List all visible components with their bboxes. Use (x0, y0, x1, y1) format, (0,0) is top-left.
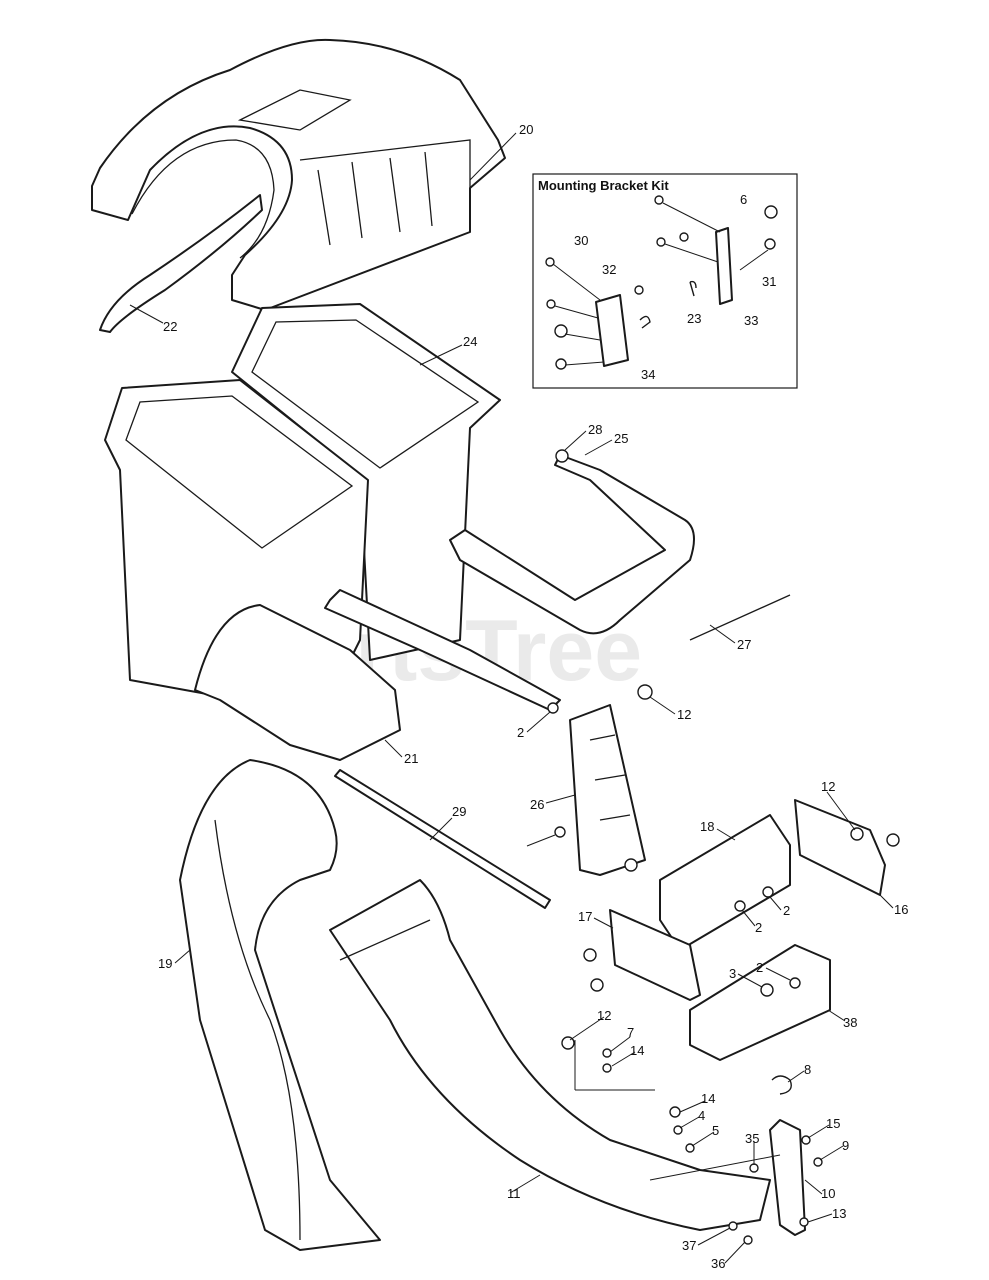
callout-2-upper: 2 (517, 725, 524, 740)
part-19-hose (179, 759, 381, 1251)
callout-35: 35 (745, 1131, 759, 1146)
kit-hardware (545, 195, 778, 370)
callout-37: 37 (682, 1238, 696, 1253)
callout-10: 10 (821, 1186, 835, 1201)
callout-12-lower: 12 (597, 1008, 611, 1023)
callout-2-right: 2 (783, 903, 790, 918)
callout-2-lower: 2 (756, 960, 763, 975)
callout-38: 38 (843, 1015, 857, 1030)
callout-24: 24 (463, 334, 477, 349)
callout-7: 7 (627, 1025, 634, 1040)
kit-box (532, 173, 798, 389)
part-38-bracket (689, 944, 831, 1061)
kit-callout-31: 31 (762, 274, 776, 289)
kit-part-34-bracket (595, 294, 629, 367)
leader-lines (129, 132, 894, 1264)
callout-18: 18 (700, 819, 714, 834)
callout-16: 16 (894, 902, 908, 917)
part-20-cover (91, 38, 506, 311)
callout-26: 26 (530, 797, 544, 812)
callout-5: 5 (712, 1123, 719, 1138)
part-29-rod (334, 769, 551, 909)
part-10-arm (769, 1119, 806, 1236)
kit-callout-6: 6 (740, 192, 747, 207)
callout-28: 28 (588, 422, 602, 437)
callout-9: 9 (842, 1138, 849, 1153)
callout-20: 20 (519, 122, 533, 137)
callout-22: 22 (163, 319, 177, 334)
callout-12-upper: 12 (677, 707, 691, 722)
kit-callout-33: 33 (744, 313, 758, 328)
part-26-bracket (569, 704, 646, 876)
kit-callout-30: 30 (574, 233, 588, 248)
callout-12-right: 12 (821, 779, 835, 794)
kit-part-33-bracket (715, 227, 733, 305)
callout-labels: 20 22 24 28 25 27 12 2 21 26 29 18 12 16… (158, 122, 908, 1271)
callout-3: 3 (729, 966, 736, 981)
part-17-plate (609, 909, 701, 1001)
callout-8: 8 (804, 1062, 811, 1077)
part-27-rod (689, 594, 791, 641)
callout-13: 13 (832, 1206, 846, 1221)
kit-callout-34: 34 (641, 367, 655, 382)
callout-21: 21 (404, 751, 418, 766)
callout-11: 11 (507, 1186, 521, 1201)
kit-title: Mounting Bracket Kit (538, 178, 669, 193)
callout-17: 17 (578, 909, 592, 924)
callout-29: 29 (452, 804, 466, 819)
callout-36: 36 (711, 1256, 725, 1271)
callout-25: 25 (614, 431, 628, 446)
kit-leaders (552, 202, 769, 366)
mounting-bracket-kit: Mounting Bracket Kit (532, 173, 798, 389)
part-22-strip (99, 194, 263, 333)
part-18-plate (659, 814, 791, 951)
part-21-adapter (194, 604, 401, 761)
callout-14-upper: 14 (630, 1043, 644, 1058)
callout-14-lower: 14 (701, 1091, 715, 1106)
part-16-plate (794, 799, 886, 896)
kit-callout-32: 32 (602, 262, 616, 277)
callout-15: 15 (826, 1116, 840, 1131)
part-11-chute (329, 879, 771, 1231)
callout-4: 4 (698, 1108, 705, 1123)
callout-19: 19 (158, 956, 172, 971)
callout-27: 27 (737, 637, 751, 652)
kit-callout-23: 23 (687, 311, 701, 326)
callout-2-mid: 2 (755, 920, 762, 935)
